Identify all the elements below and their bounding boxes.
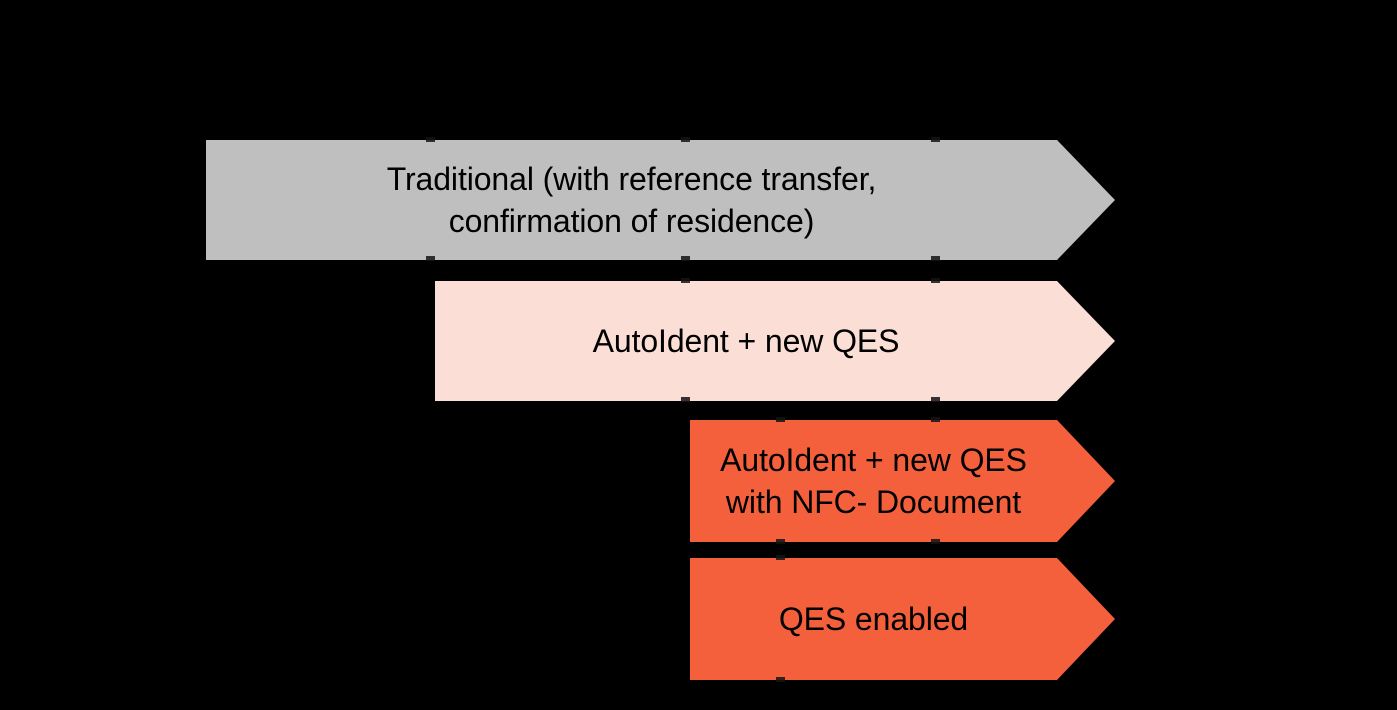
selection-handle[interactable] — [931, 539, 940, 544]
selection-handle[interactable] — [681, 278, 690, 283]
autoident-new-qes-arrow-label: AutoIdent + new QES — [592, 322, 900, 359]
selection-handle[interactable] — [776, 677, 785, 682]
selection-handle[interactable] — [931, 417, 940, 422]
selection-handle[interactable] — [426, 137, 435, 142]
selection-handle[interactable] — [681, 137, 690, 142]
selection-handle[interactable] — [776, 417, 785, 422]
qes-enabled-arrow[interactable]: QES enabled — [690, 558, 1115, 680]
selection-handle[interactable] — [681, 397, 690, 402]
autoident-new-qes-nfc-arrow[interactable]: AutoIdent + new QES with NFC- Document — [690, 420, 1115, 542]
traditional-process-arrow[interactable]: Traditional (with reference transfer, co… — [206, 140, 1115, 260]
selection-handle[interactable] — [931, 137, 940, 142]
qes-enabled-arrow-label: QES enabled — [778, 600, 969, 637]
selection-handle[interactable] — [931, 397, 940, 402]
selection-handle[interactable] — [931, 278, 940, 283]
selection-handle[interactable] — [776, 539, 785, 544]
autoident-new-qes-nfc-arrow-label: AutoIdent + new QES with NFC- Document — [720, 441, 1027, 520]
selection-handle[interactable] — [426, 256, 435, 261]
autoident-new-qes-arrow[interactable]: AutoIdent + new QES — [435, 281, 1115, 401]
selection-handle[interactable] — [931, 256, 940, 261]
selection-handle[interactable] — [776, 555, 785, 560]
selection-handle[interactable] — [681, 256, 690, 261]
traditional-process-arrow-label: Traditional (with reference transfer, co… — [386, 160, 877, 239]
